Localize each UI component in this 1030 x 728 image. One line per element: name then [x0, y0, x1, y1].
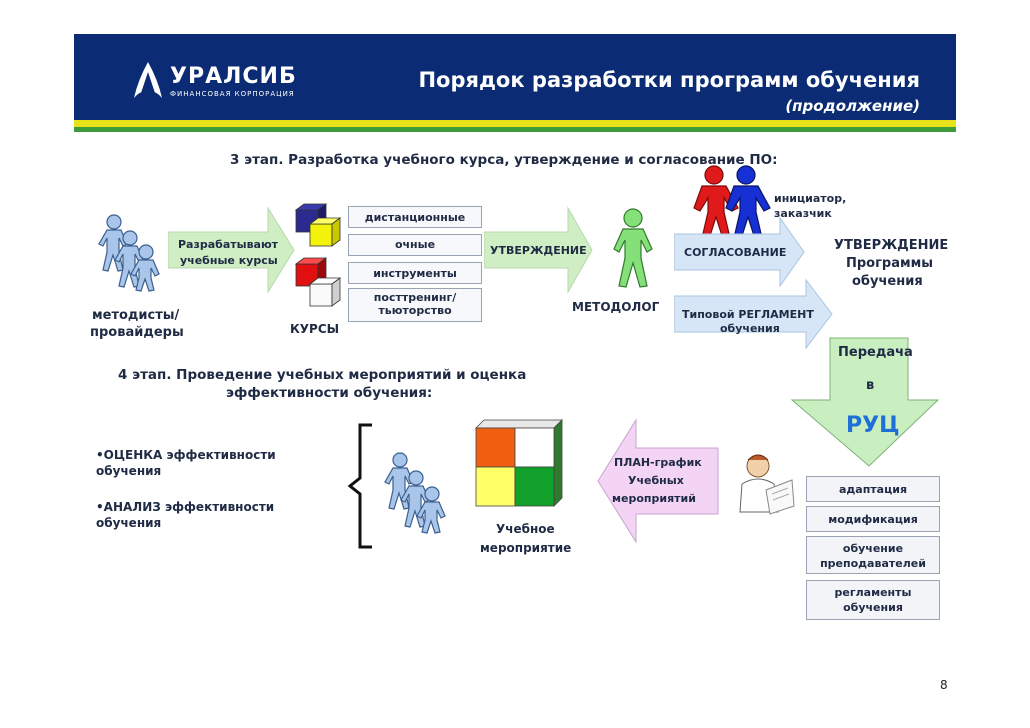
ruc-task-teacher-training-line1: обучение: [807, 541, 939, 556]
ruc-task-regulations: регламенты обучения: [806, 580, 940, 620]
plan-arrow-label-3: мероприятий: [612, 492, 696, 505]
trainees-people-icon: [378, 450, 458, 545]
writer-clipart-icon: [736, 450, 796, 520]
methodists-label-2: провайдеры: [90, 325, 184, 340]
course-type-posttraining: посттренинг/ тьюторство: [348, 288, 482, 322]
agreement-arrow-label: СОГЛАСОВАНИЕ: [684, 246, 786, 259]
initiator-label-1: инициатор,: [774, 192, 846, 205]
logo-subtitle: ФИНАНСОВАЯ КОРПОРАЦИЯ: [170, 90, 295, 98]
page-title: Порядок разработки программ обучения: [380, 68, 920, 92]
regulation-arrow-label-1: Типовой РЕГЛАМЕНТ: [682, 308, 814, 321]
transfer-label-2: в: [866, 378, 874, 393]
ruc-task-regulations-line1: регламенты: [807, 585, 939, 600]
analysis-line-1: •АНАЛИЗ эффективности: [96, 500, 274, 514]
ruc-task-modification: модификация: [806, 506, 940, 532]
analysis-line-2: обучения: [96, 516, 161, 530]
uralsib-logo-icon: [130, 58, 166, 102]
transfer-label-1: Передача: [838, 345, 913, 360]
approval-arrow-label: УТВЕРЖДЕНИЕ: [490, 244, 587, 257]
assessment-line-2: обучения: [96, 464, 161, 478]
course-type-tools: инструменты: [348, 262, 482, 284]
page-number: 8: [940, 678, 948, 692]
transfer-label-ruc: РУЦ: [846, 413, 900, 438]
course-type-posttraining-line1: посттренинг/: [349, 291, 481, 304]
header-stripe-yellow: [74, 120, 956, 127]
assessment-line-1: •ОЦЕНКА эффективности: [96, 448, 276, 462]
methodists-label-1: методисты/: [92, 308, 179, 323]
brace-icon: [346, 422, 376, 550]
ruc-task-regulations-line2: обучения: [807, 600, 939, 615]
ruc-task-teacher-training-line2: преподавателей: [807, 556, 939, 571]
plan-arrow-label-1: ПЛАН-график: [614, 456, 702, 469]
event-label-2: мероприятие: [480, 541, 571, 555]
learning-event-cube-icon: [470, 418, 566, 508]
ruc-task-adaptation: адаптация: [806, 476, 940, 502]
courses-label: КУРСЫ: [290, 322, 339, 336]
program-approval-2: Программы: [846, 256, 933, 271]
develop-arrow-label-2: учебные курсы: [180, 254, 278, 267]
regulation-arrow-label-2: обучения: [720, 322, 780, 335]
methodologist-label: МЕТОДОЛОГ: [572, 300, 659, 314]
methodists-people-icon: [92, 212, 172, 302]
logo-name: УРАЛСИБ: [170, 64, 297, 89]
ruc-task-teacher-training: обучение преподавателей: [806, 536, 940, 574]
methodologist-person-icon: [604, 206, 662, 292]
stage4-heading-2: эффективности обучения:: [226, 385, 432, 401]
course-type-distance: дистанционные: [348, 206, 482, 228]
course-type-inperson: очные: [348, 234, 482, 256]
program-approval-3: обучения: [852, 274, 923, 289]
course-cubes-icon: [292, 202, 348, 320]
course-type-posttraining-line2: тьюторство: [349, 304, 481, 317]
develop-arrow-label-1: Разрабатывают: [178, 238, 278, 251]
page-subtitle: (продолжение): [620, 97, 920, 115]
plan-arrow-label-2: Учебных: [628, 474, 684, 487]
event-label-1: Учебное: [496, 522, 555, 536]
header-stripe-green: [74, 127, 956, 132]
stage4-heading-1: 4 этап. Проведение учебных мероприятий и…: [118, 367, 526, 383]
program-approval-1: УТВЕРЖДЕНИЕ: [834, 238, 948, 253]
